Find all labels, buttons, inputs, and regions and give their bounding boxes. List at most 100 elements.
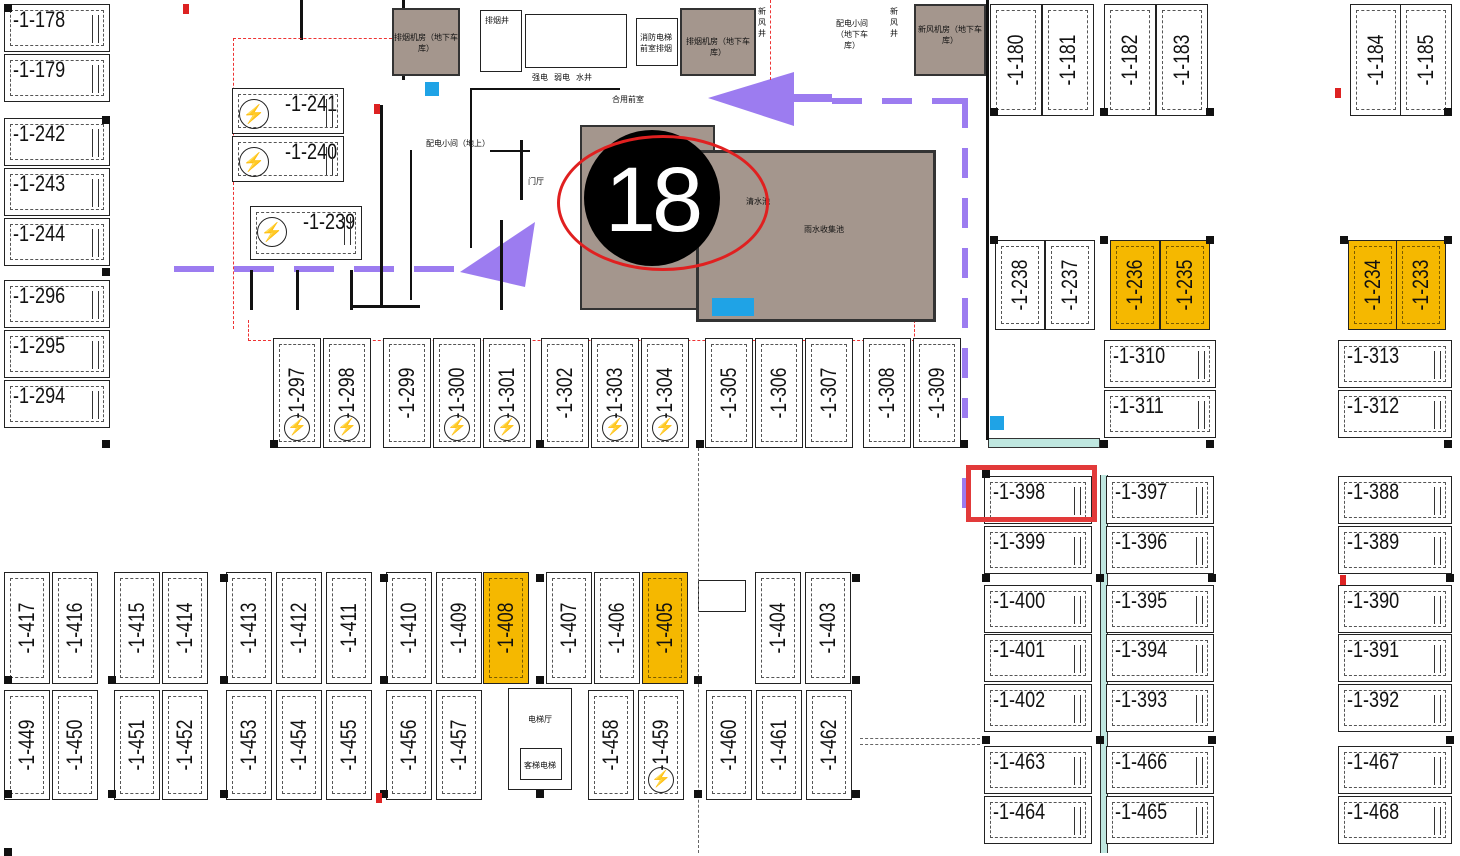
parking-space[interactable]: -1-455 <box>326 690 372 800</box>
parking-space[interactable]: -1-294 <box>4 380 110 428</box>
parking-space[interactable]: -1-185 <box>1400 4 1452 116</box>
parking-space[interactable]: -1-393 <box>1106 684 1214 732</box>
building-highlight-ring <box>557 135 769 271</box>
parking-space[interactable]: -1-465 <box>1106 796 1214 844</box>
parking-space[interactable]: -1-406 <box>594 572 640 684</box>
space-outline <box>1344 802 1446 838</box>
parking-space[interactable]: -1-411 <box>326 572 372 684</box>
parking-space[interactable]: -1-295 <box>4 330 110 378</box>
parking-space[interactable]: -1-458 <box>588 690 634 800</box>
parking-space[interactable]: -1-298⚡ <box>323 338 371 448</box>
parking-space[interactable]: -1-451 <box>114 690 160 800</box>
parking-space[interactable]: -1-180 <box>990 4 1042 116</box>
parking-space[interactable]: -1-412 <box>276 572 322 684</box>
parking-space[interactable]: -1-390 <box>1338 585 1452 633</box>
parking-space[interactable]: -1-301⚡ <box>483 338 531 448</box>
parking-space[interactable]: -1-398 <box>984 476 1092 524</box>
parking-space[interactable]: -1-239⚡ <box>250 206 362 260</box>
parking-space[interactable]: -1-394 <box>1106 634 1214 682</box>
parking-space[interactable]: -1-459⚡ <box>638 690 684 800</box>
parking-space[interactable]: -1-241⚡ <box>232 88 344 134</box>
parking-space[interactable]: -1-178 <box>4 4 110 52</box>
parking-space[interactable]: -1-414 <box>162 572 208 684</box>
parking-space[interactable]: -1-233 <box>1396 240 1446 330</box>
parking-space[interactable]: -1-388 <box>1338 476 1452 524</box>
parking-space[interactable]: -1-413 <box>226 572 272 684</box>
stair-box <box>480 10 522 72</box>
parking-space[interactable]: -1-311 <box>1104 390 1216 438</box>
parking-space[interactable]: -1-304⚡ <box>641 338 689 448</box>
parking-space[interactable]: -1-389 <box>1338 526 1452 574</box>
parking-space[interactable]: -1-395 <box>1106 585 1214 633</box>
parking-space[interactable]: -1-397 <box>1106 476 1214 524</box>
space-number: -1-312 <box>1347 393 1400 418</box>
parking-space[interactable]: -1-454 <box>276 690 322 800</box>
parking-space[interactable]: -1-449 <box>4 690 50 800</box>
parking-space[interactable]: -1-403 <box>805 572 851 684</box>
parking-space[interactable]: -1-182 <box>1104 4 1156 116</box>
parking-space[interactable]: -1-312 <box>1338 390 1452 438</box>
parking-space[interactable]: -1-306 <box>755 338 803 448</box>
parking-space[interactable]: -1-417 <box>4 572 50 684</box>
parking-space[interactable]: -1-460 <box>706 690 752 800</box>
parking-space[interactable]: -1-240⚡ <box>232 136 344 182</box>
parking-space[interactable]: -1-179 <box>4 54 110 102</box>
parking-space[interactable]: -1-313 <box>1338 340 1452 388</box>
parking-space[interactable]: -1-463 <box>984 746 1092 794</box>
parking-space[interactable]: -1-399 <box>984 526 1092 574</box>
parking-space[interactable]: -1-309 <box>913 338 961 448</box>
parking-space[interactable]: -1-237 <box>1045 240 1095 330</box>
space-marks <box>1074 807 1081 835</box>
parking-space[interactable]: -1-238 <box>995 240 1045 330</box>
parking-space[interactable]: -1-456 <box>386 690 432 800</box>
parking-space[interactable]: -1-404 <box>755 572 801 684</box>
parking-space[interactable]: -1-297⚡ <box>273 338 321 448</box>
space-number: -1-457 <box>446 719 471 771</box>
parking-space[interactable]: -1-453 <box>226 690 272 800</box>
parking-space[interactable]: -1-415 <box>114 572 160 684</box>
space-outline <box>644 696 678 794</box>
parking-space[interactable]: -1-302 <box>541 338 589 448</box>
parking-space[interactable]: -1-462 <box>806 690 852 800</box>
parking-space[interactable]: -1-235 <box>1160 240 1210 330</box>
parking-space[interactable]: -1-303⚡ <box>591 338 639 448</box>
parking-space[interactable]: -1-461 <box>756 690 802 800</box>
parking-space[interactable]: -1-416 <box>52 572 98 684</box>
parking-space[interactable]: -1-408 <box>483 572 529 684</box>
parking-space[interactable]: -1-401 <box>984 634 1092 682</box>
parking-space[interactable]: -1-308 <box>863 338 911 448</box>
space-outline <box>10 578 44 678</box>
parking-space[interactable]: -1-410 <box>386 572 432 684</box>
parking-space[interactable]: -1-244 <box>4 218 110 266</box>
parking-space[interactable]: -1-400 <box>984 585 1092 633</box>
parking-space[interactable]: -1-392 <box>1338 684 1452 732</box>
space-number: -1-392 <box>1347 687 1400 712</box>
parking-space[interactable]: -1-467 <box>1338 746 1452 794</box>
parking-space[interactable]: -1-391 <box>1338 634 1452 682</box>
parking-space[interactable]: -1-402 <box>984 684 1092 732</box>
parking-space[interactable]: -1-236 <box>1110 240 1160 330</box>
parking-space[interactable]: -1-452 <box>162 690 208 800</box>
parking-space[interactable]: -1-450 <box>52 690 98 800</box>
parking-space[interactable]: -1-234 <box>1348 240 1398 330</box>
parking-space[interactable]: -1-307 <box>805 338 853 448</box>
parking-space[interactable]: -1-407 <box>546 572 592 684</box>
parking-space[interactable]: -1-396 <box>1106 526 1214 574</box>
parking-space[interactable]: -1-243 <box>4 168 110 216</box>
parking-space[interactable]: -1-468 <box>1338 796 1452 844</box>
parking-space[interactable]: -1-310 <box>1104 340 1216 388</box>
parking-space[interactable]: -1-181 <box>1042 4 1094 116</box>
parking-space[interactable]: -1-299 <box>383 338 431 448</box>
parking-space[interactable]: -1-184 <box>1350 4 1402 116</box>
parking-space[interactable]: -1-457 <box>436 690 482 800</box>
parking-space[interactable]: -1-466 <box>1106 746 1214 794</box>
parking-space[interactable]: -1-464 <box>984 796 1092 844</box>
parking-space[interactable]: -1-296 <box>4 280 110 328</box>
parking-space[interactable]: -1-405 <box>642 572 688 684</box>
parking-space[interactable]: -1-183 <box>1156 4 1208 116</box>
parking-space[interactable]: -1-305 <box>705 338 753 448</box>
structural-column <box>852 676 860 684</box>
parking-space[interactable]: -1-300⚡ <box>433 338 481 448</box>
parking-space[interactable]: -1-409 <box>436 572 482 684</box>
parking-space[interactable]: -1-242 <box>4 118 110 166</box>
